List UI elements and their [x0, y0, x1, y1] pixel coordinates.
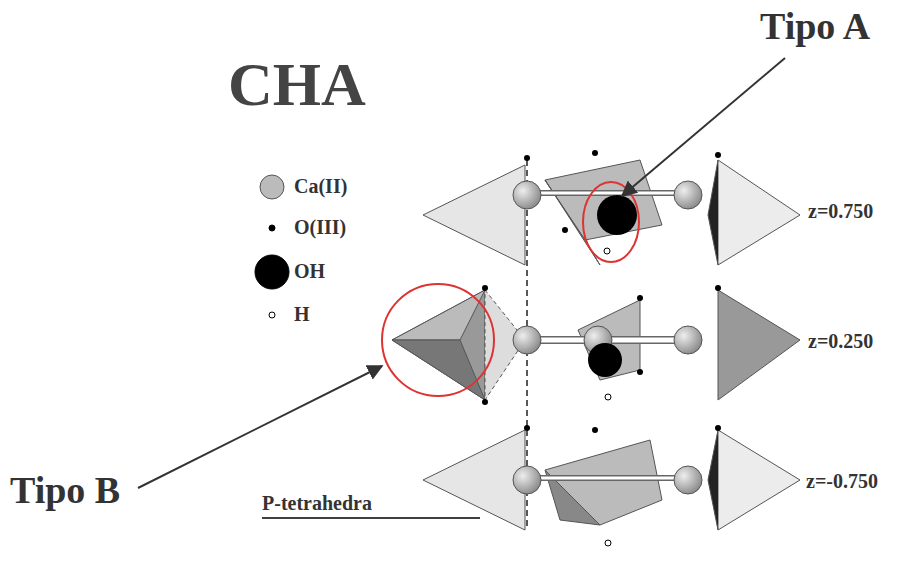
legend-symbol: [252, 252, 292, 292]
level-label: z=-0.750: [806, 470, 878, 492]
legend-heading: P-tetrahedra: [262, 492, 372, 514]
legend-text: H: [294, 303, 310, 325]
level-label: z=0.250: [808, 330, 873, 352]
legend-text: O(III): [294, 216, 346, 238]
legend-text: OH: [294, 260, 325, 282]
level-label: z=0.750: [808, 200, 873, 222]
legend-symbol: [252, 167, 292, 207]
diagram-title: CHA: [228, 50, 366, 118]
callout-label: Tipo A: [760, 6, 870, 48]
legend-symbol: [252, 295, 292, 335]
legend-symbol: [252, 208, 292, 248]
callout-label: Tipo B: [10, 470, 120, 512]
legend-text: Ca(II): [294, 175, 347, 197]
